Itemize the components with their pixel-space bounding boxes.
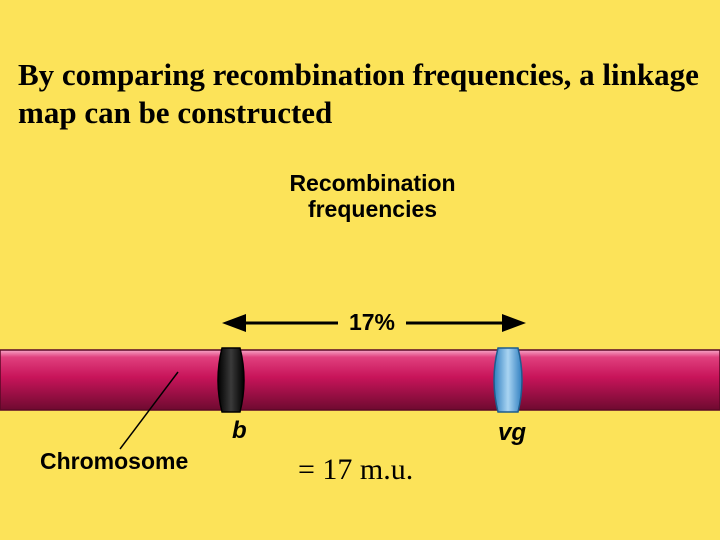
slide-title: By comparing recombination frequencies, … [18,57,699,130]
chromosome-pointer-line [119,371,179,450]
map-distance-equation: = 17 m.u. [298,453,414,486]
gene-band-b [217,347,245,413]
diagram-heading-line-1: Recombination [289,170,456,196]
diagram-heading-line-2: frequencies [307,196,438,222]
distance-arrow [222,314,526,332]
gene-label-vg: vg [498,419,527,446]
diagram-heading: Recombination frequencies [270,170,475,222]
distance-label: 17% [342,308,402,336]
chromosome-label: Chromosome [40,448,189,474]
chromosome-bar [0,350,720,410]
gene-label-b: b [232,417,247,444]
gene-band-vg [493,347,523,413]
